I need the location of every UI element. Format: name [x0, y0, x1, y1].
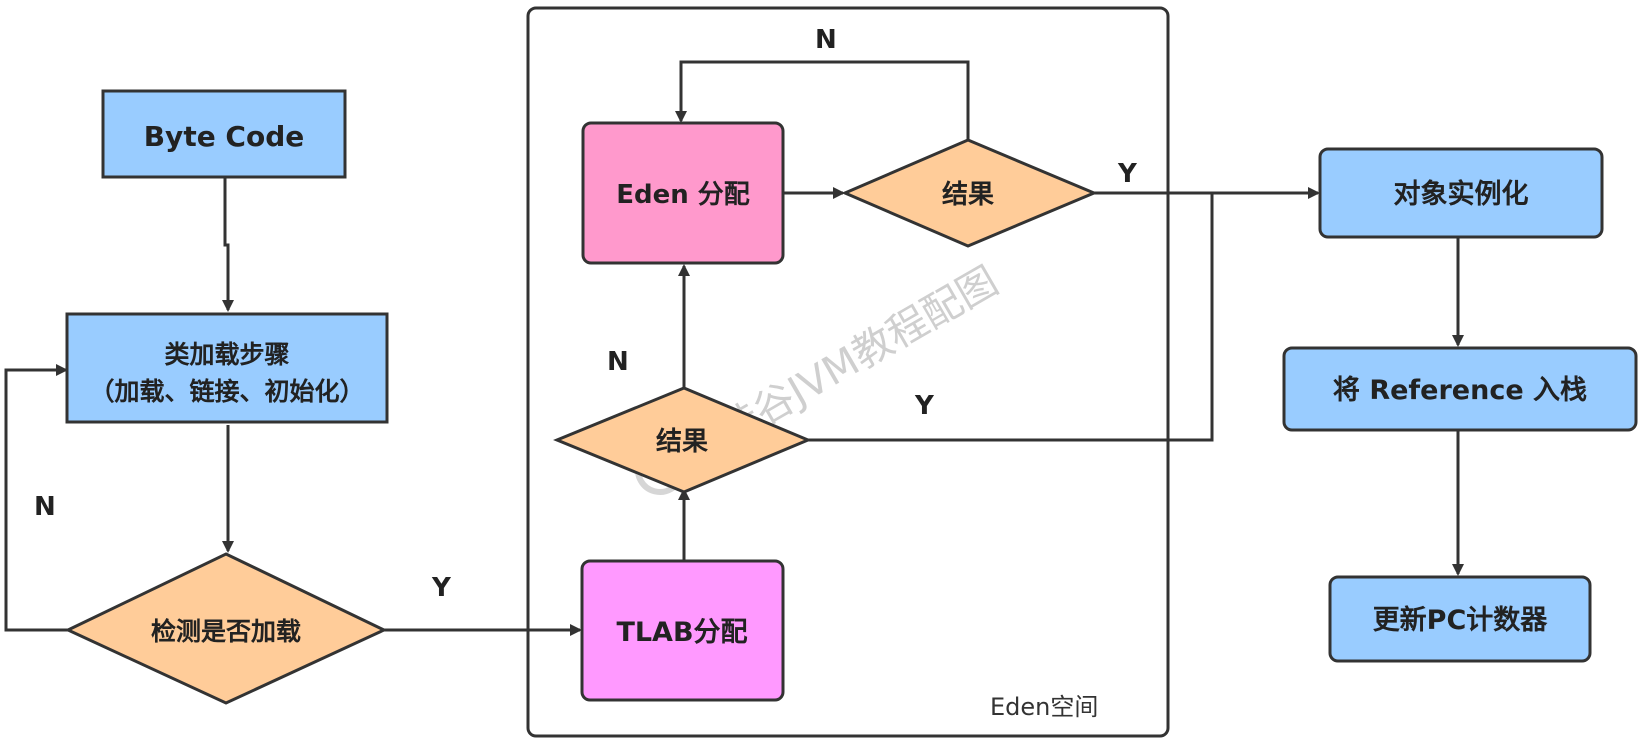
node-result-eden-label: 结果	[942, 180, 994, 210]
label-check-yes: Y	[431, 573, 452, 603]
node-eden-alloc	[581, 121, 785, 265]
node-check-loaded-label: 检测是否加载	[151, 617, 301, 646]
node-tlab-alloc-label: TLAB分配	[616, 617, 747, 648]
label-check-no: N	[34, 492, 56, 522]
edge-bytecode-to-classload	[222, 178, 234, 312]
node-instantiate	[1318, 147, 1604, 239]
node-check-loaded	[64, 552, 388, 705]
label-tlab-yes: Y	[914, 391, 935, 421]
node-class-loading-line2: （加载、链接、初始化）	[89, 377, 364, 406]
node-bytecode	[101, 89, 347, 179]
node-result-tlab-label: 结果	[656, 427, 708, 457]
node-instantiate-label: 对象实例化	[1394, 178, 1529, 210]
node-eden-alloc-label: Eden 分配	[616, 180, 750, 210]
edge-result-tlab-yes	[808, 193, 1214, 442]
edge-result-eden-no	[675, 60, 970, 140]
node-push-reference	[1282, 346, 1638, 432]
label-tlab-no: N	[607, 347, 629, 377]
node-result-tlab	[553, 386, 812, 494]
node-update-pc-label: 更新PC计数器	[1373, 604, 1549, 636]
eden-space-container	[526, 6, 1170, 738]
node-result-eden	[841, 138, 1098, 248]
eden-space-label: Eden空间	[990, 693, 1098, 721]
label-eden-yes: Y	[1117, 159, 1138, 189]
edge-check-no	[4, 364, 68, 632]
label-eden-no: N	[815, 25, 837, 55]
node-bytecode-label: Byte Code	[144, 120, 305, 153]
node-class-loading-line1: 类加载步骤	[164, 340, 289, 369]
node-tlab-alloc	[580, 559, 785, 702]
node-update-pc	[1328, 575, 1592, 663]
node-class-loading	[65, 312, 389, 424]
node-push-reference-label: 将 Reference 入栈	[1333, 375, 1587, 406]
